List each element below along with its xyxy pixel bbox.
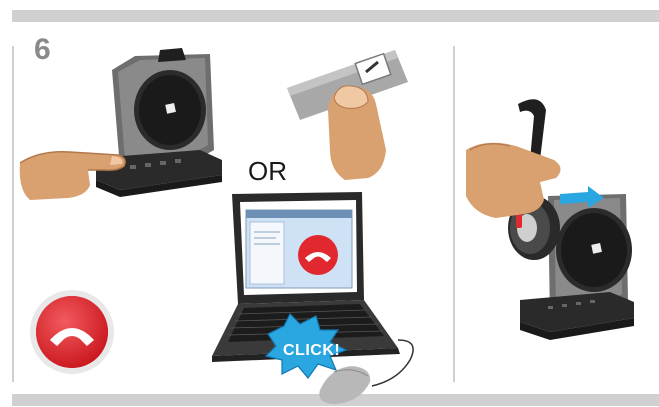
sennheiser-logo-icon — [165, 103, 176, 114]
or-separator: OR — [248, 156, 287, 187]
hang-up-icon — [30, 290, 114, 374]
mouse — [319, 366, 370, 404]
sennheiser-logo-icon-right — [591, 243, 602, 254]
base-station — [96, 48, 222, 197]
click-label: CLICK! — [283, 342, 340, 360]
thumb — [328, 86, 386, 180]
